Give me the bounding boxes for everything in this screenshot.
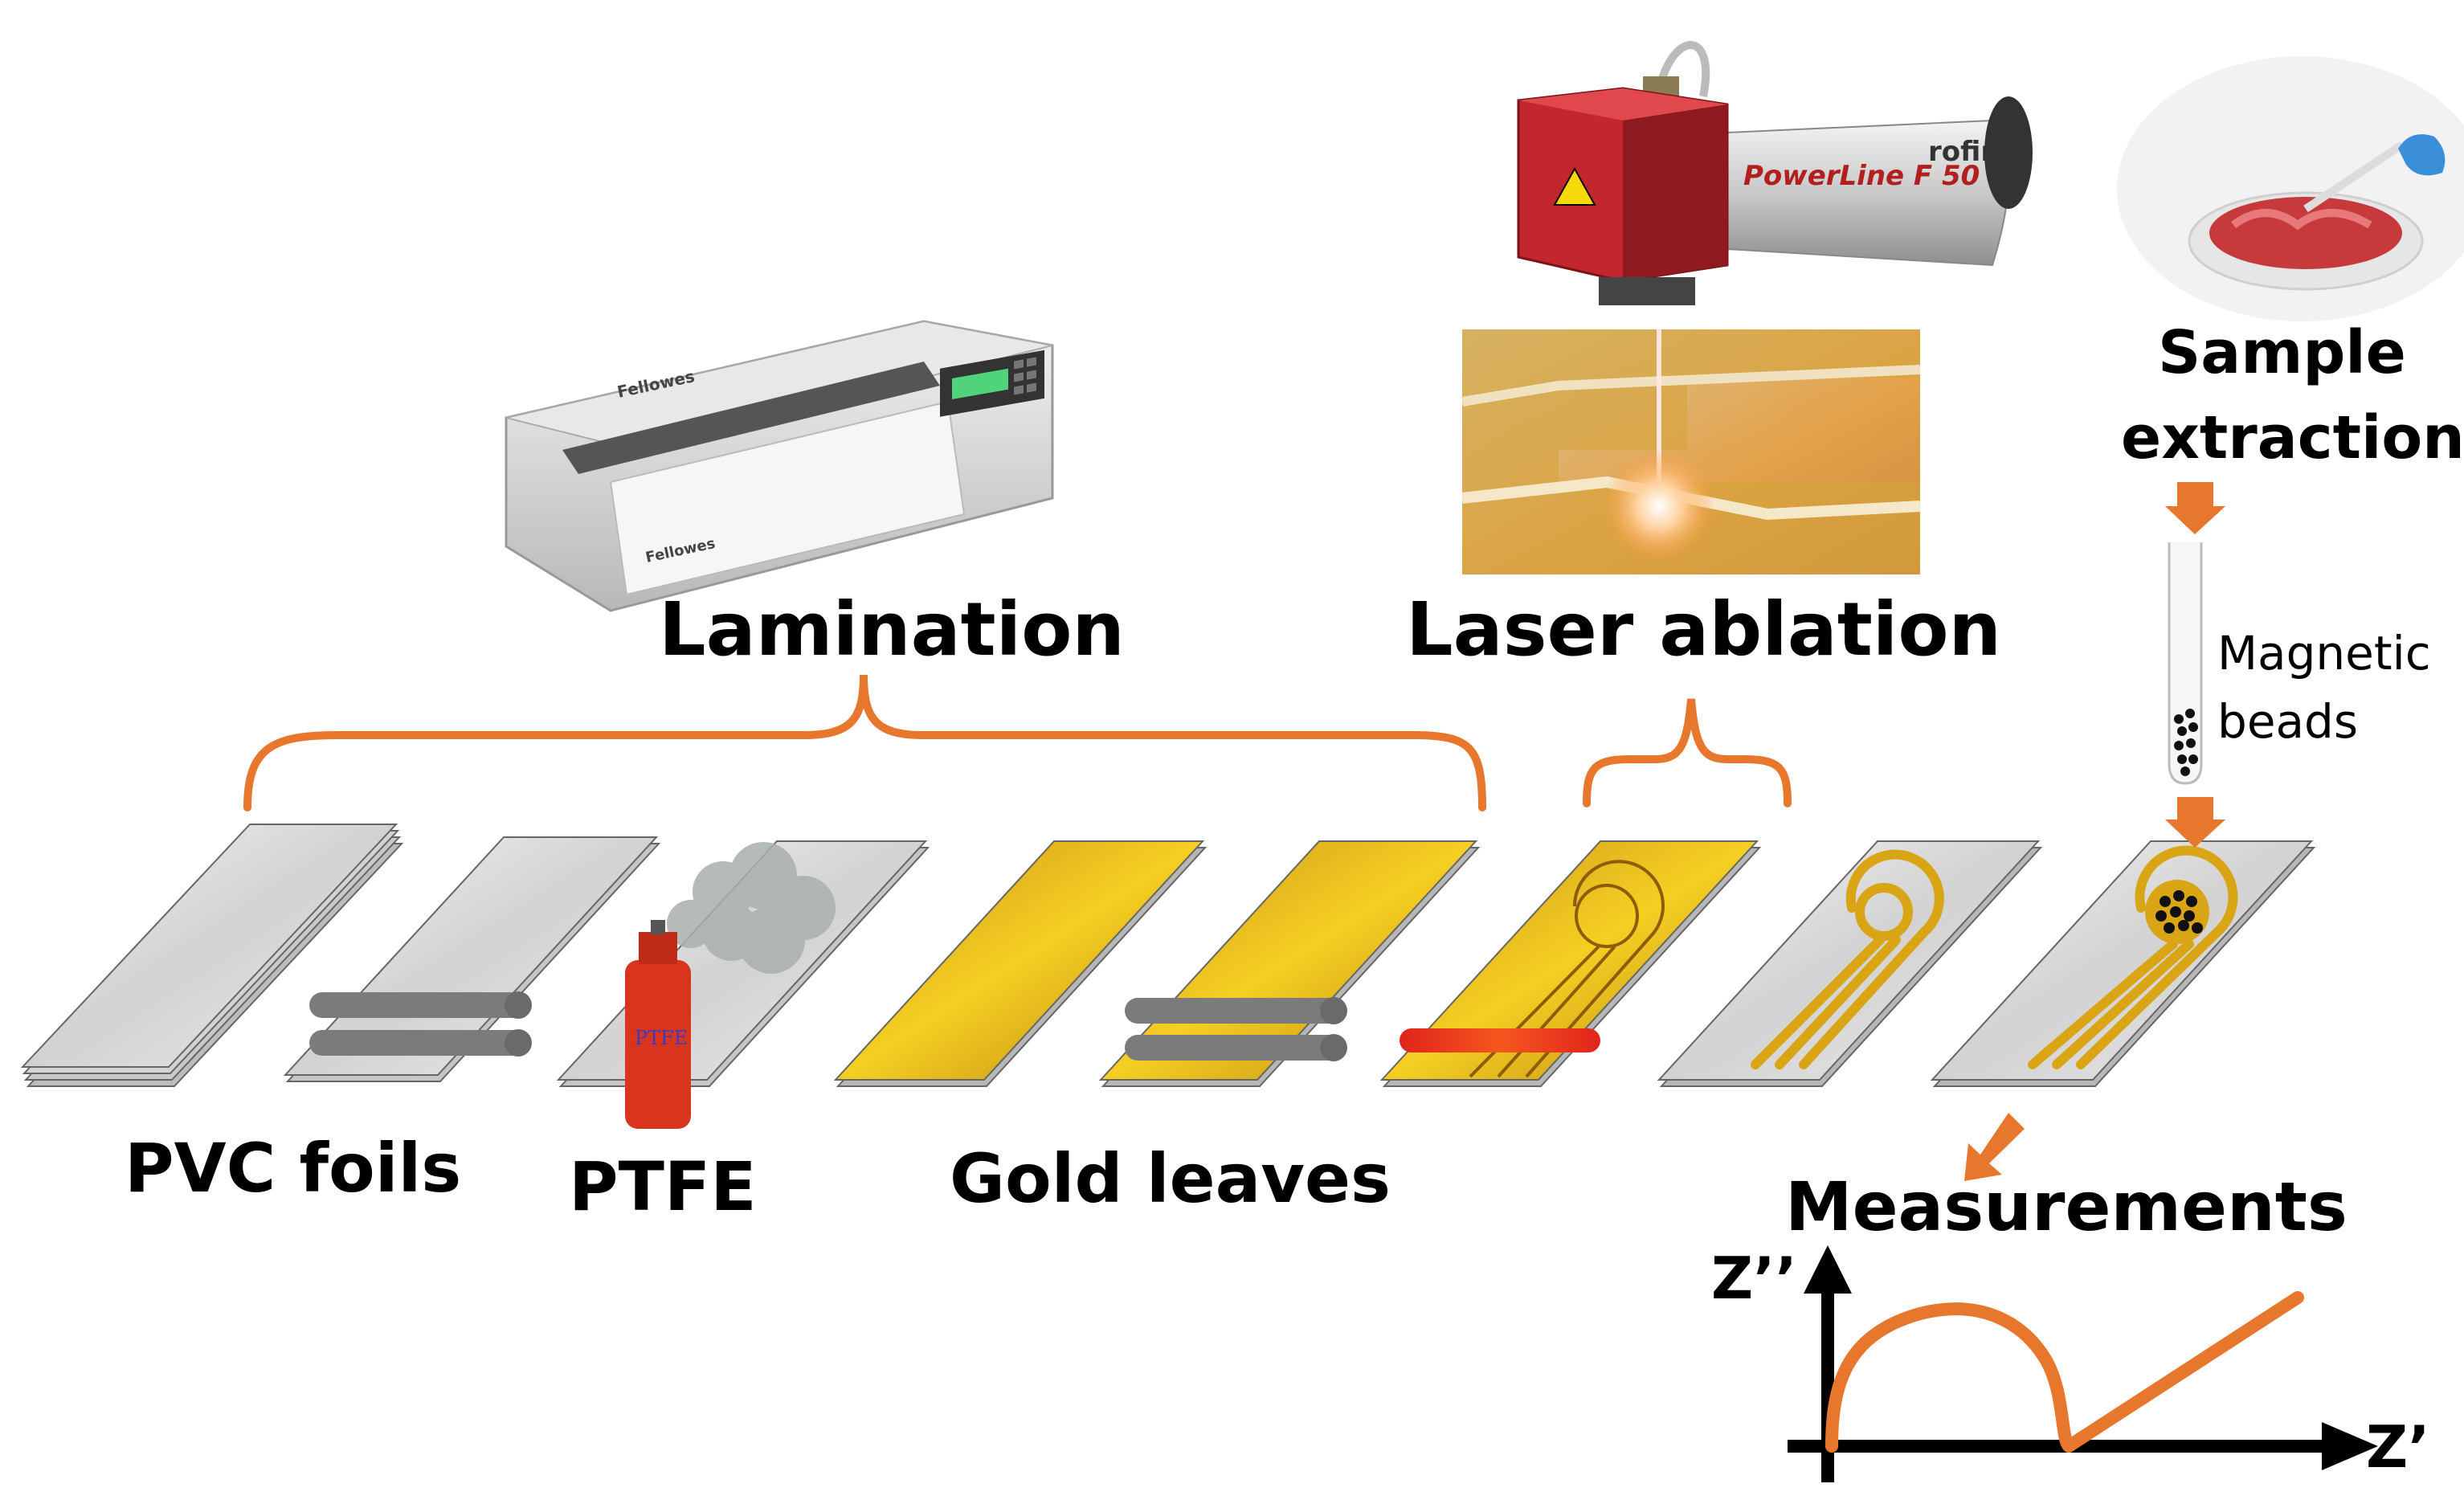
spray-can-label: PTFE (635, 1027, 688, 1049)
ablated-gold-sheet (1379, 840, 1762, 1087)
roller-icon (309, 991, 532, 1057)
laser-model-text: PowerLine F 50 (1743, 160, 1980, 192)
sample-extraction-label-line2: extraction (2121, 403, 2464, 472)
measurements-label: Measurements (1785, 1167, 2348, 1246)
arrow-down-2 (2165, 797, 2225, 848)
laser-ablation-label: Laser ablation (1406, 587, 2002, 672)
gold-sheet (833, 840, 1207, 1087)
laser-head-icon: PowerLine F 50 rofin (1517, 41, 2033, 305)
laminator-icon: Fellowes Fellowes (505, 320, 1054, 612)
laser-ablation-bracket (1583, 698, 1792, 807)
gold-leaves-label: Gold leaves (950, 1139, 1391, 1218)
magnetic-beads-dots (2155, 890, 2203, 934)
pvc-foils-label: PVC foils (125, 1129, 462, 1208)
y-axis-label: Z’’ (1711, 1245, 1797, 1312)
electrode-sheet-with-beads (1930, 840, 2316, 1087)
nyquist-curve (1825, 1291, 2304, 1453)
impedance-plot (1788, 1245, 2378, 1482)
spray-can-icon: PTFE (625, 920, 691, 1129)
electrode-sheet (1657, 840, 2043, 1087)
petri-dish-icon (2117, 56, 2464, 321)
spray-cloud (667, 842, 836, 974)
laser-process-photo (1461, 329, 1921, 574)
laser-scan-bar (1400, 1028, 1600, 1053)
magnetic-beads-label-line1: Magnetic (2217, 626, 2431, 681)
test-tube-icon (2168, 542, 2203, 785)
arrow-down-1 (2165, 482, 2225, 534)
lamination-bracket (243, 674, 1486, 811)
pvc-foil-stack (20, 824, 404, 1087)
roller-icon-2 (1125, 997, 1347, 1061)
arrow-down-left (1964, 1113, 2025, 1181)
laser-brand-text: rofin (1928, 136, 2000, 168)
ptfe-label: PTFE (569, 1147, 757, 1226)
sample-extraction-label-line1: Sample (2158, 318, 2406, 387)
lamination-label: Lamination (659, 587, 1125, 672)
magnetic-beads-label-line2: beads (2217, 694, 2359, 749)
x-axis-label: Z’ (2366, 1413, 2430, 1481)
